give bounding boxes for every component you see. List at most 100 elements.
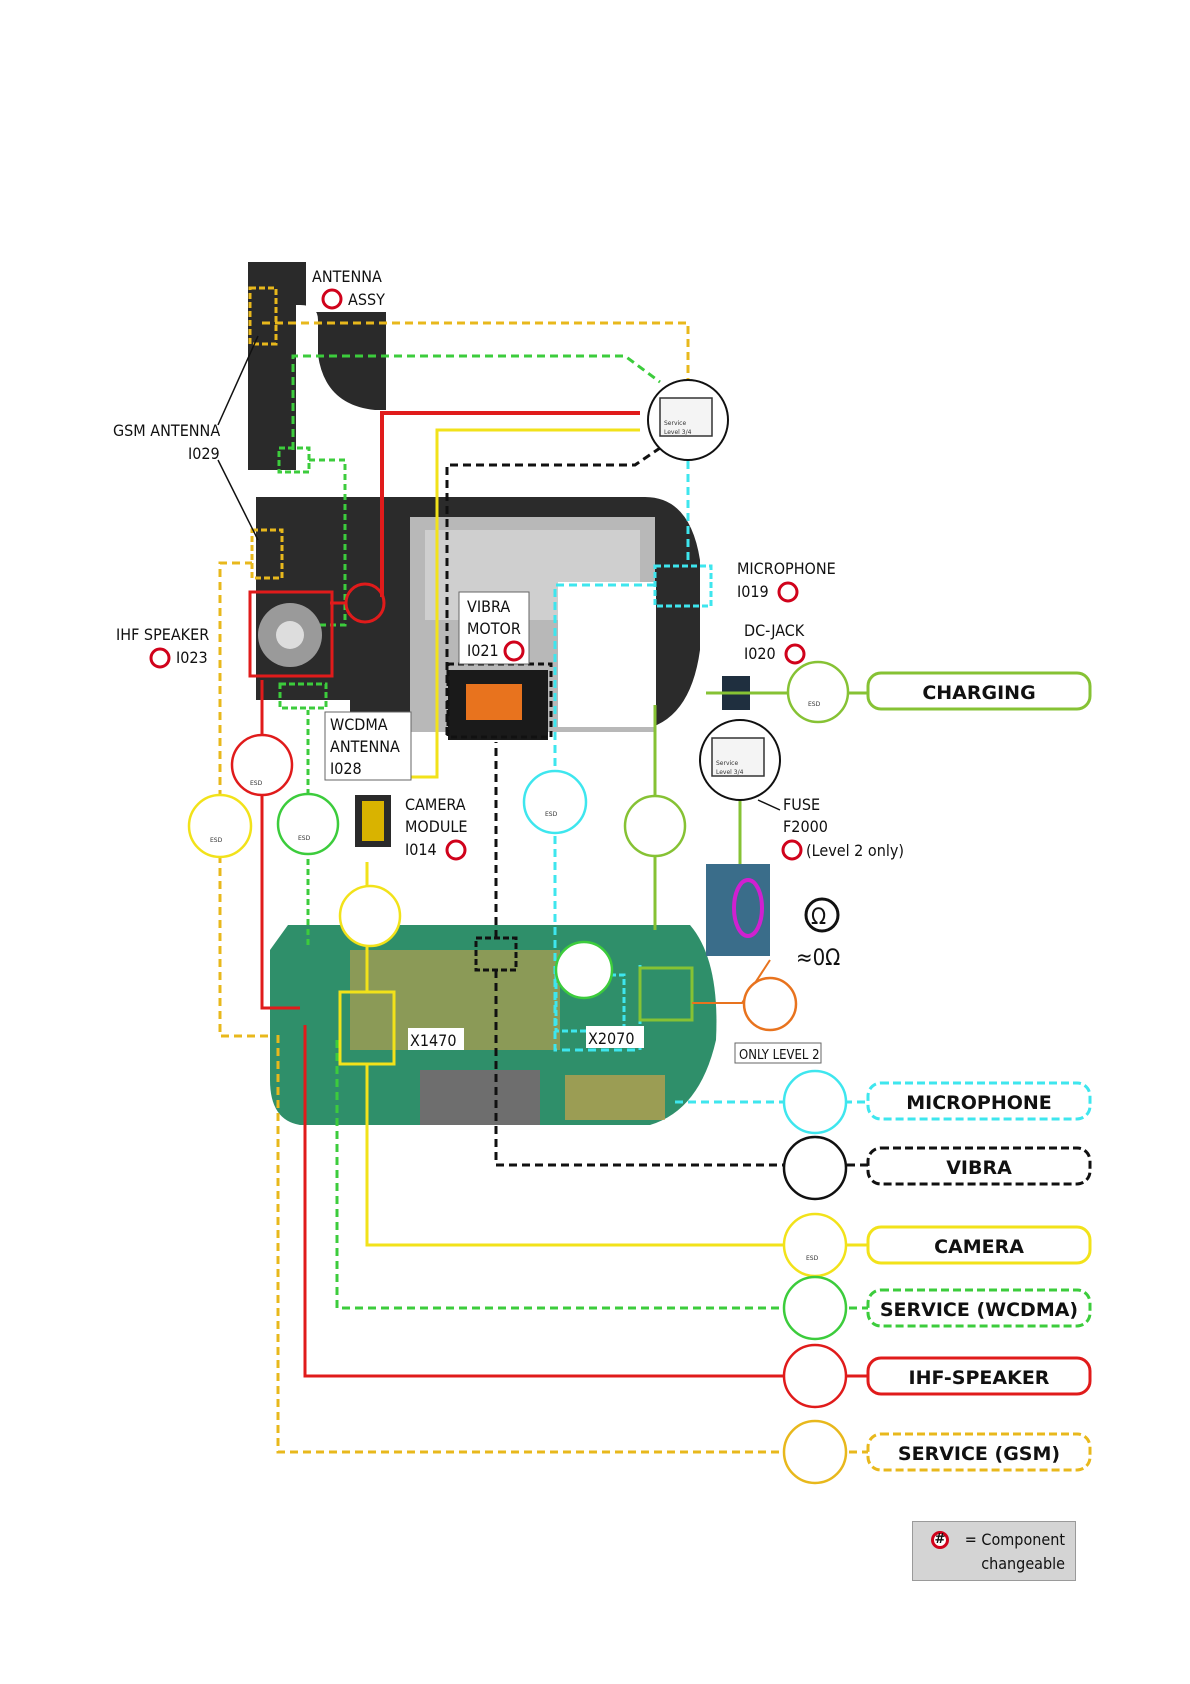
- pill-charging[interactable]: CHARGING: [866, 671, 1092, 711]
- esd-icon-yellow: [187, 793, 253, 859]
- wcdma-label-box: [324, 711, 412, 781]
- x1470-label-box: [408, 1028, 464, 1050]
- camera-changeable-badge: [445, 839, 467, 861]
- ihf-speaker-changeable-badge: [149, 647, 171, 669]
- gsm-connector-lower: [250, 528, 284, 580]
- esd-text-green: ESD: [298, 835, 311, 842]
- microphone-changeable-badge: [777, 581, 799, 603]
- gsm-antenna-leader-bottom: [217, 459, 259, 541]
- wire-ihf-pill: [303, 1025, 870, 1378]
- service-icon-text-1: Service: [664, 420, 686, 427]
- vibra-line1: VIBRA: [467, 597, 510, 616]
- ihf-speaker-outline: [248, 590, 334, 678]
- dcjack-changeable-badge: [784, 643, 806, 665]
- tool-icon-vibra: [782, 1135, 848, 1201]
- tool-icon-wcdma: [782, 1275, 848, 1341]
- gsm-antenna-line1: GSM ANTENNA: [113, 421, 220, 440]
- tool-icon-microphone: [782, 1069, 848, 1135]
- pill-vibra-label: VIBRA: [946, 1157, 1012, 1179]
- esd-icon-board: [554, 940, 614, 1000]
- dc-jack-board-pad: [638, 966, 694, 1022]
- tool-icon-camera: [338, 884, 402, 948]
- service-icon-text-2: Level 3/4: [664, 429, 692, 436]
- camera-line3: I014: [405, 840, 437, 859]
- pill-service-wcdma-label: SERVICE (WCDMA): [880, 1299, 1078, 1321]
- esd-icon-red: [230, 733, 294, 797]
- fuse-line1: FUSE: [783, 795, 820, 814]
- wire-gsm-pill: [276, 1035, 870, 1454]
- gsm-antenna-leader-top: [217, 335, 259, 426]
- pill-microphone-label: MICROPHONE: [906, 1092, 1052, 1114]
- dcjack-line2: I020: [744, 644, 776, 663]
- pill-ihf-speaker-label: IHF-SPEAKER: [909, 1367, 1050, 1389]
- antenna-assy-line2: ASSY: [348, 290, 385, 309]
- vibra-changeable-badge: [503, 640, 525, 662]
- x1470-label: X1470: [410, 1031, 456, 1050]
- wire-wcdma-pill: [335, 1040, 870, 1310]
- wire-vibra-pill: [494, 970, 870, 1167]
- pill-camera[interactable]: CAMERA: [866, 1225, 1092, 1265]
- wcdma-line3: I028: [330, 759, 362, 778]
- microphone-line1: MICROPHONE: [737, 559, 836, 578]
- x2070-label: X2070: [588, 1029, 634, 1048]
- pill-microphone[interactable]: MICROPHONE: [866, 1081, 1092, 1121]
- esd-icon-charging: [786, 660, 850, 724]
- antenna-assy-changeable-badge: [321, 288, 343, 310]
- tool-icon-gsm: [782, 1419, 848, 1485]
- pill-camera-label: CAMERA: [934, 1236, 1024, 1258]
- antenna-assy-line1: ANTENNA: [312, 267, 382, 286]
- fuse-line2: F2000: [783, 817, 828, 836]
- esd-icon-camera: [782, 1212, 848, 1278]
- antenna-assembly: [248, 262, 386, 470]
- wire-level2: [692, 959, 771, 1004]
- service-icon-fuse-text-1: Service: [716, 760, 738, 767]
- tool-icon-lime: [623, 794, 687, 858]
- wire-camera-pill: [365, 1064, 870, 1247]
- camera-line1: CAMERA: [405, 795, 466, 814]
- camera-module-pads: [362, 801, 384, 841]
- antenna-connector-top: [248, 286, 278, 346]
- esd-icon-cyan: [522, 769, 588, 835]
- vibra-line3: I021: [467, 641, 499, 660]
- dcjack-line1: DC-JACK: [744, 621, 805, 640]
- fuse-highlight-ring: [732, 878, 764, 938]
- wcdma-line1: WCDMA: [330, 715, 388, 734]
- vibra-line2: MOTOR: [467, 619, 521, 638]
- ihf-speaker-line1: IHF SPEAKER: [116, 625, 209, 644]
- esd-icon-green: [276, 792, 340, 856]
- pill-ihf-speaker[interactable]: IHF-SPEAKER: [866, 1356, 1092, 1396]
- tool-icon-ihf: [782, 1343, 848, 1409]
- fuse-changeable-badge: [781, 839, 803, 861]
- service-icon-fuse: Service Level 3/4: [699, 719, 781, 801]
- only-level2-label: ONLY LEVEL 2: [739, 1048, 820, 1063]
- legend-changeable-badge: #: [931, 1531, 949, 1549]
- legend-box: # = Component changeable: [912, 1521, 1076, 1581]
- esd-text-camera: ESD: [806, 1255, 819, 1262]
- service-icon-fuse-text-2: Level 3/4: [716, 769, 744, 776]
- legend-line1: = Component: [964, 1530, 1065, 1549]
- wcdma-line2: ANTENNA: [330, 737, 400, 756]
- fuse-photo: [706, 864, 770, 956]
- wire-left-yellow: [218, 561, 268, 1038]
- ohm-label: Ω: [811, 905, 826, 930]
- level2-icon: [742, 976, 798, 1032]
- approx-zero-ohm-label: ≈0Ω: [796, 946, 840, 971]
- esd-text-yellow: ESD: [210, 837, 223, 844]
- x2070-label-box: [586, 1026, 644, 1048]
- pill-charging-label: CHARGING: [922, 682, 1035, 704]
- esd-text-cyan: ESD: [545, 811, 558, 818]
- antenna-assy-label-box: [306, 262, 386, 312]
- wire-black-service: [445, 446, 661, 735]
- ihf-speaker-line2: I023: [176, 648, 208, 667]
- wire-green-service: [291, 354, 661, 450]
- esd-text-red: ESD: [250, 780, 263, 787]
- pill-service-gsm[interactable]: SERVICE (GSM): [866, 1432, 1092, 1472]
- only-level2-label-box: [734, 1042, 822, 1064]
- pill-vibra[interactable]: VIBRA: [866, 1146, 1092, 1186]
- pill-service-wcdma[interactable]: SERVICE (WCDMA): [866, 1288, 1092, 1328]
- camera-line2: MODULE: [405, 817, 467, 836]
- pill-service-gsm-label: SERVICE (GSM): [898, 1443, 1060, 1465]
- ihf-speaker-center: [276, 621, 304, 649]
- legend-line2: changeable: [981, 1554, 1065, 1573]
- fuse-leader: [757, 799, 781, 811]
